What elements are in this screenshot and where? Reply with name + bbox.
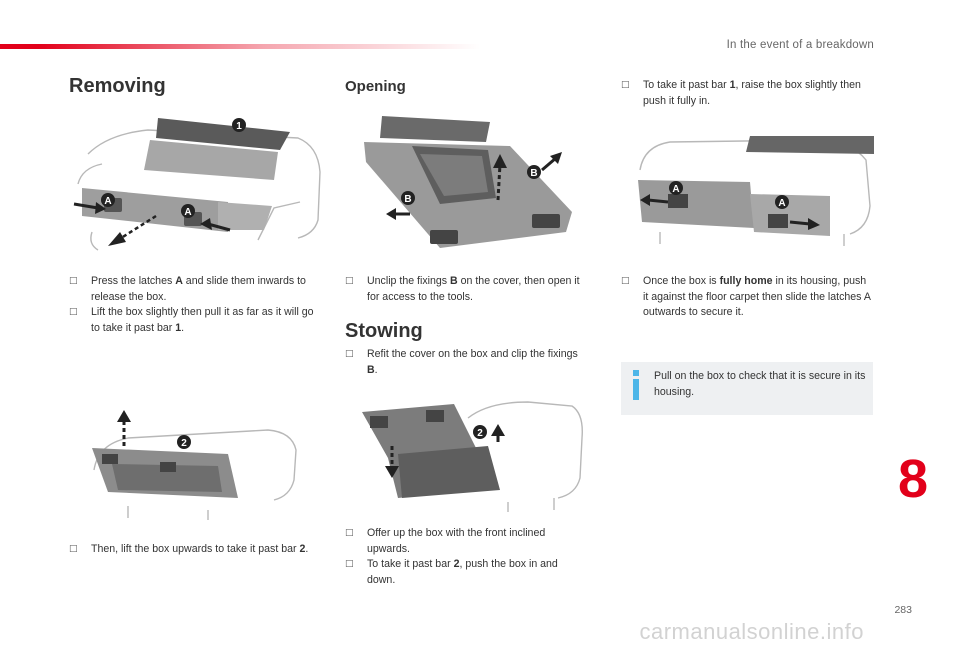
checkbox-icon: □ [345, 276, 354, 286]
checkbox-icon: □ [69, 276, 78, 286]
bullet-item: □To take it past bar 1, raise the box sl… [621, 79, 861, 107]
bullet-item: □Unclip the fixings B on the cover, then… [345, 275, 580, 303]
callout-2: 2 [477, 428, 483, 439]
checkbox-icon: □ [69, 544, 78, 554]
stowing-illustration: 2 [362, 401, 583, 512]
bullet-item: □Refit the cover on the box and clip the… [345, 348, 578, 376]
callout-b-right: B [530, 168, 537, 179]
checkbox-icon: □ [345, 349, 354, 359]
right-steps-b: □Once the box is fully home in its housi… [621, 274, 873, 321]
callout-2: 2 [181, 438, 187, 449]
right-top-illustration: A A [638, 136, 874, 246]
right-steps-a: □To take it past bar 1, raise the box sl… [621, 78, 873, 109]
checkbox-icon: □ [621, 276, 630, 286]
page-number: 283 [894, 604, 912, 616]
stowing-steps-a: □Refit the cover on the box and clip the… [345, 347, 585, 378]
callout-a-left: A [672, 184, 679, 195]
bullet-item: □Press the latches A and slide them inwa… [69, 275, 306, 303]
info-icon [633, 370, 639, 400]
header-accent-bar [0, 44, 480, 49]
opening-illustration: B B [364, 116, 572, 248]
removing-steps-b: □Then, lift the box upwards to take it p… [69, 542, 325, 558]
checkbox-icon: □ [345, 559, 354, 569]
bullet-item: □Lift the box slightly then pull it as f… [69, 306, 314, 334]
stowing-heading: Stowing [345, 320, 423, 342]
callout-a-right: A [778, 198, 785, 209]
opening-steps: □Unclip the fixings B on the cover, then… [345, 274, 585, 305]
callout-a-left: A [104, 196, 111, 207]
checkbox-icon: □ [69, 307, 78, 317]
bullet-item: □To take it past bar 2, push the box in … [345, 558, 558, 586]
removing-steps-a: □Press the latches A and slide them inwa… [69, 274, 325, 336]
removing-bottom-illustration: 2 [92, 410, 297, 520]
watermark: carmanualsonline.info [639, 619, 864, 644]
bullet-item: □Once the box is fully home in its housi… [621, 275, 871, 318]
info-box: Pull on the box to check that it is secu… [621, 362, 873, 415]
stowing-steps-b: □Offer up the box with the front incline… [345, 526, 585, 588]
bullet-item: □Then, lift the box upwards to take it p… [69, 542, 325, 558]
callout-b-left: B [404, 194, 411, 205]
info-text: Pull on the box to check that it is secu… [654, 370, 866, 398]
callout-a-right: A [184, 207, 191, 218]
section-header: In the event of a breakdown [726, 39, 874, 51]
checkbox-icon: □ [621, 80, 630, 90]
removing-heading: Removing [69, 75, 166, 97]
callout-1: 1 [236, 121, 242, 132]
removing-top-illustration: 1 A A [73, 118, 321, 251]
checkbox-icon: □ [345, 528, 354, 538]
opening-heading: Opening [345, 78, 406, 95]
chapter-number: 8 [897, 449, 929, 509]
bullet-item: □Offer up the box with the front incline… [345, 527, 546, 555]
